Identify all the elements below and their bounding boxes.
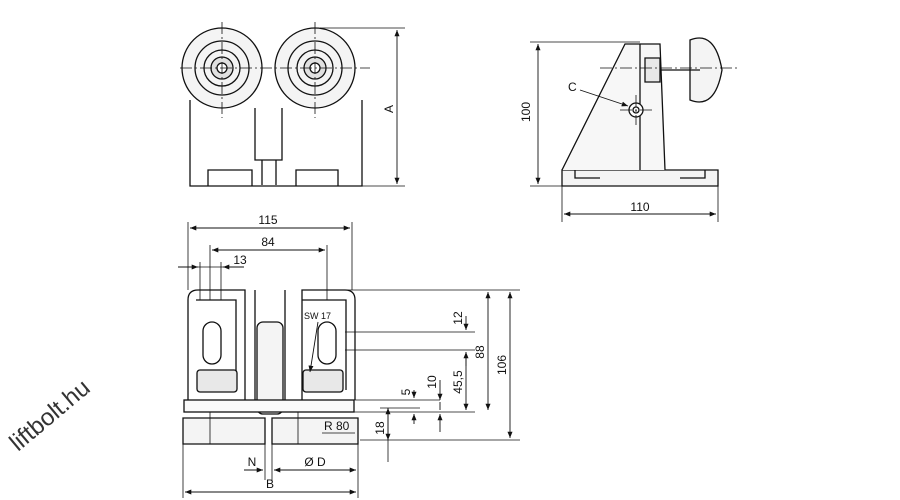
bottom-view bbox=[178, 222, 520, 498]
radius-label: R 80 bbox=[324, 419, 350, 433]
dim-12-label: 12 bbox=[451, 311, 465, 325]
dim-115-label: 115 bbox=[258, 213, 277, 227]
dim-n-label: N bbox=[248, 455, 257, 469]
dim-110-label: 110 bbox=[630, 200, 649, 214]
dim-106-label: 106 bbox=[495, 355, 509, 375]
callout-c-label: C bbox=[568, 80, 577, 94]
dim-45-5-label: 45,5 bbox=[451, 370, 465, 394]
dim-5-label: 5 bbox=[399, 388, 413, 395]
dim-a-label: A bbox=[382, 105, 396, 113]
dim-18-label: 18 bbox=[373, 421, 387, 435]
side-view bbox=[530, 37, 740, 222]
dim-84-label: 84 bbox=[261, 235, 275, 249]
dim-100-label: 100 bbox=[519, 102, 533, 122]
wrench-size-label: SW 17 bbox=[304, 311, 331, 321]
watermark: liftbolt.hu bbox=[5, 374, 96, 456]
dim-88-label: 88 bbox=[473, 345, 487, 359]
dim-13-label: 13 bbox=[233, 253, 247, 267]
dim-10-label: 10 bbox=[425, 375, 439, 389]
dim-diameter-label: Ø D bbox=[304, 455, 326, 469]
dim-b-label: B bbox=[266, 477, 274, 491]
front-view bbox=[180, 22, 405, 187]
